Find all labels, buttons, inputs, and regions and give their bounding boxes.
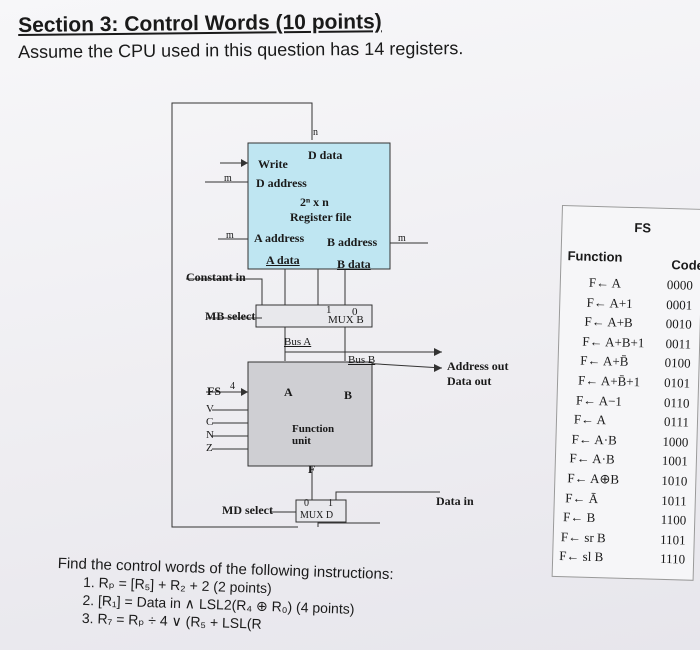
data-out-label: Data out — [447, 374, 492, 388]
write-label: Write — [258, 157, 288, 171]
fs-table-row: F← A·B 1001 — [556, 450, 692, 470]
fs-code-cell: 1100 — [660, 512, 687, 528]
constant-in-label: Constant in — [186, 270, 246, 284]
fs-table-row: F← sr B 1101 — [554, 529, 690, 549]
fs-label: FS — [207, 384, 222, 398]
mux-b-box — [255, 304, 373, 328]
mux-d-output-wire — [317, 522, 380, 527]
function-unit-box — [247, 361, 373, 467]
fs-code-cell: 1000 — [662, 433, 689, 450]
register-file-box — [247, 142, 391, 270]
fs-code-cell: 1110 — [659, 551, 686, 567]
fs-code-cell: 0101 — [663, 374, 691, 391]
md-select-label: MD select — [222, 503, 273, 517]
mux-d-label: MUX D — [300, 510, 334, 521]
fs-function-cell: F← A+B — [584, 313, 633, 331]
d-data-label: D data — [308, 148, 343, 162]
fs-code-cell: 0110 — [663, 394, 690, 411]
fs-col-function: Function — [567, 248, 623, 265]
data-in-label: Data in — [436, 494, 474, 508]
fs-function-cell: F← A+B+1 — [582, 333, 645, 351]
fs-table-row: F← A+B̄+1 0101 — [558, 372, 694, 392]
fs-code-cell: 0001 — [666, 296, 693, 313]
fs-table-row: F← A 0000 — [561, 274, 697, 294]
fs-code-cell: 0100 — [664, 355, 691, 372]
fs-table-row: F← A+B+1 0011 — [559, 333, 695, 353]
bus-a-label: Bus A — [284, 336, 312, 348]
fs-table-row: F← Ā 1011 — [555, 490, 691, 510]
fs-table-row: F← A−1 0110 — [557, 392, 693, 412]
port-b-label: B — [344, 388, 353, 402]
feedback-width: n — [313, 127, 318, 138]
instructions: Find the control words of the following … — [56, 555, 518, 641]
fs-function-cell: F← Ā — [565, 489, 599, 506]
fs-function-cell: F← A·B — [571, 431, 618, 448]
fs-function-cell: F← A — [588, 274, 622, 291]
fs-table-header: FS — [634, 220, 652, 236]
constant-in-wire — [186, 278, 263, 305]
d-address-width: m — [224, 173, 232, 184]
register-file-label: Register file — [290, 210, 352, 224]
mux-d-zero: 0 — [304, 498, 309, 509]
fs-function-cell: F← A−1 — [575, 392, 623, 409]
flag-n: N — [206, 429, 214, 441]
fs-table-row: F← A 0111 — [557, 411, 693, 431]
b-address-label: B address — [327, 235, 378, 249]
address-out-label: Address out — [447, 359, 509, 373]
mux-d-one: 1 — [328, 498, 333, 509]
port-a-label: A — [284, 385, 293, 399]
fs-width: 4 — [230, 381, 235, 392]
a-address-label: A address — [254, 231, 305, 245]
bus-b-label: Bus B — [348, 354, 376, 366]
function-unit-label: Function unit — [292, 423, 335, 447]
a-data-label: A data — [266, 253, 300, 267]
fs-col-code: Code — [671, 257, 700, 273]
fs-function-cell: F← sl B — [558, 548, 604, 565]
fs-code-cell: 0111 — [663, 414, 690, 430]
fs-code-cell: 0011 — [665, 335, 692, 352]
feedback-wire — [171, 102, 313, 528]
b-data-label: B data — [337, 257, 371, 271]
d-address-label: D address — [256, 176, 307, 190]
fs-function-cell: F← A⊕B — [567, 470, 620, 487]
mb-select-label: MB select — [205, 309, 256, 323]
fs-table-row: F← B 1100 — [554, 509, 690, 529]
fs-code-cell: 1010 — [661, 472, 688, 489]
fs-table-row: F← A·B 1000 — [556, 431, 692, 451]
fs-code-cell: 1101 — [659, 531, 686, 548]
fs-function-cell: F← A+1 — [586, 294, 633, 311]
fs-table-row: F← A+B̄ 0100 — [558, 352, 694, 372]
mux-b-label: MUX B — [328, 314, 364, 326]
mux-b-one: 1 — [326, 304, 332, 316]
a-address-width: m — [226, 230, 234, 241]
fs-function-cell: F← B — [562, 509, 596, 526]
port-f-label: F — [308, 462, 316, 476]
b-address-width: m — [398, 233, 406, 244]
mux-b-zero: 0 — [352, 306, 358, 318]
fs-function-cell: F← A+B̄ — [580, 352, 629, 370]
fs-table-row: F← A+1 0001 — [560, 294, 696, 314]
fs-code-cell: 1001 — [661, 453, 689, 470]
fs-function-cell: F← A·B — [569, 450, 615, 467]
fs-function-cell: F← sr B — [560, 528, 606, 546]
fs-function-cell: F← A+B̄+1 — [577, 372, 641, 390]
fs-function-cell: F← A — [573, 411, 607, 428]
mux-d-box — [295, 499, 347, 523]
flag-c: C — [206, 416, 214, 428]
fs-code-cell: 1011 — [661, 492, 688, 509]
fs-table-row: F← A⊕B 1010 — [555, 470, 691, 490]
fs-code-cell: 0010 — [665, 316, 692, 332]
data-in-wire — [335, 491, 440, 500]
flag-v: V — [206, 403, 214, 415]
flag-z: Z — [206, 442, 213, 454]
fs-code-cell: 0000 — [666, 276, 694, 293]
fs-table-row: F← A+B 0010 — [560, 313, 696, 333]
register-size-label: 2ⁿ x n — [300, 195, 329, 209]
fs-table-row: F← sl B 1110 — [553, 548, 689, 568]
